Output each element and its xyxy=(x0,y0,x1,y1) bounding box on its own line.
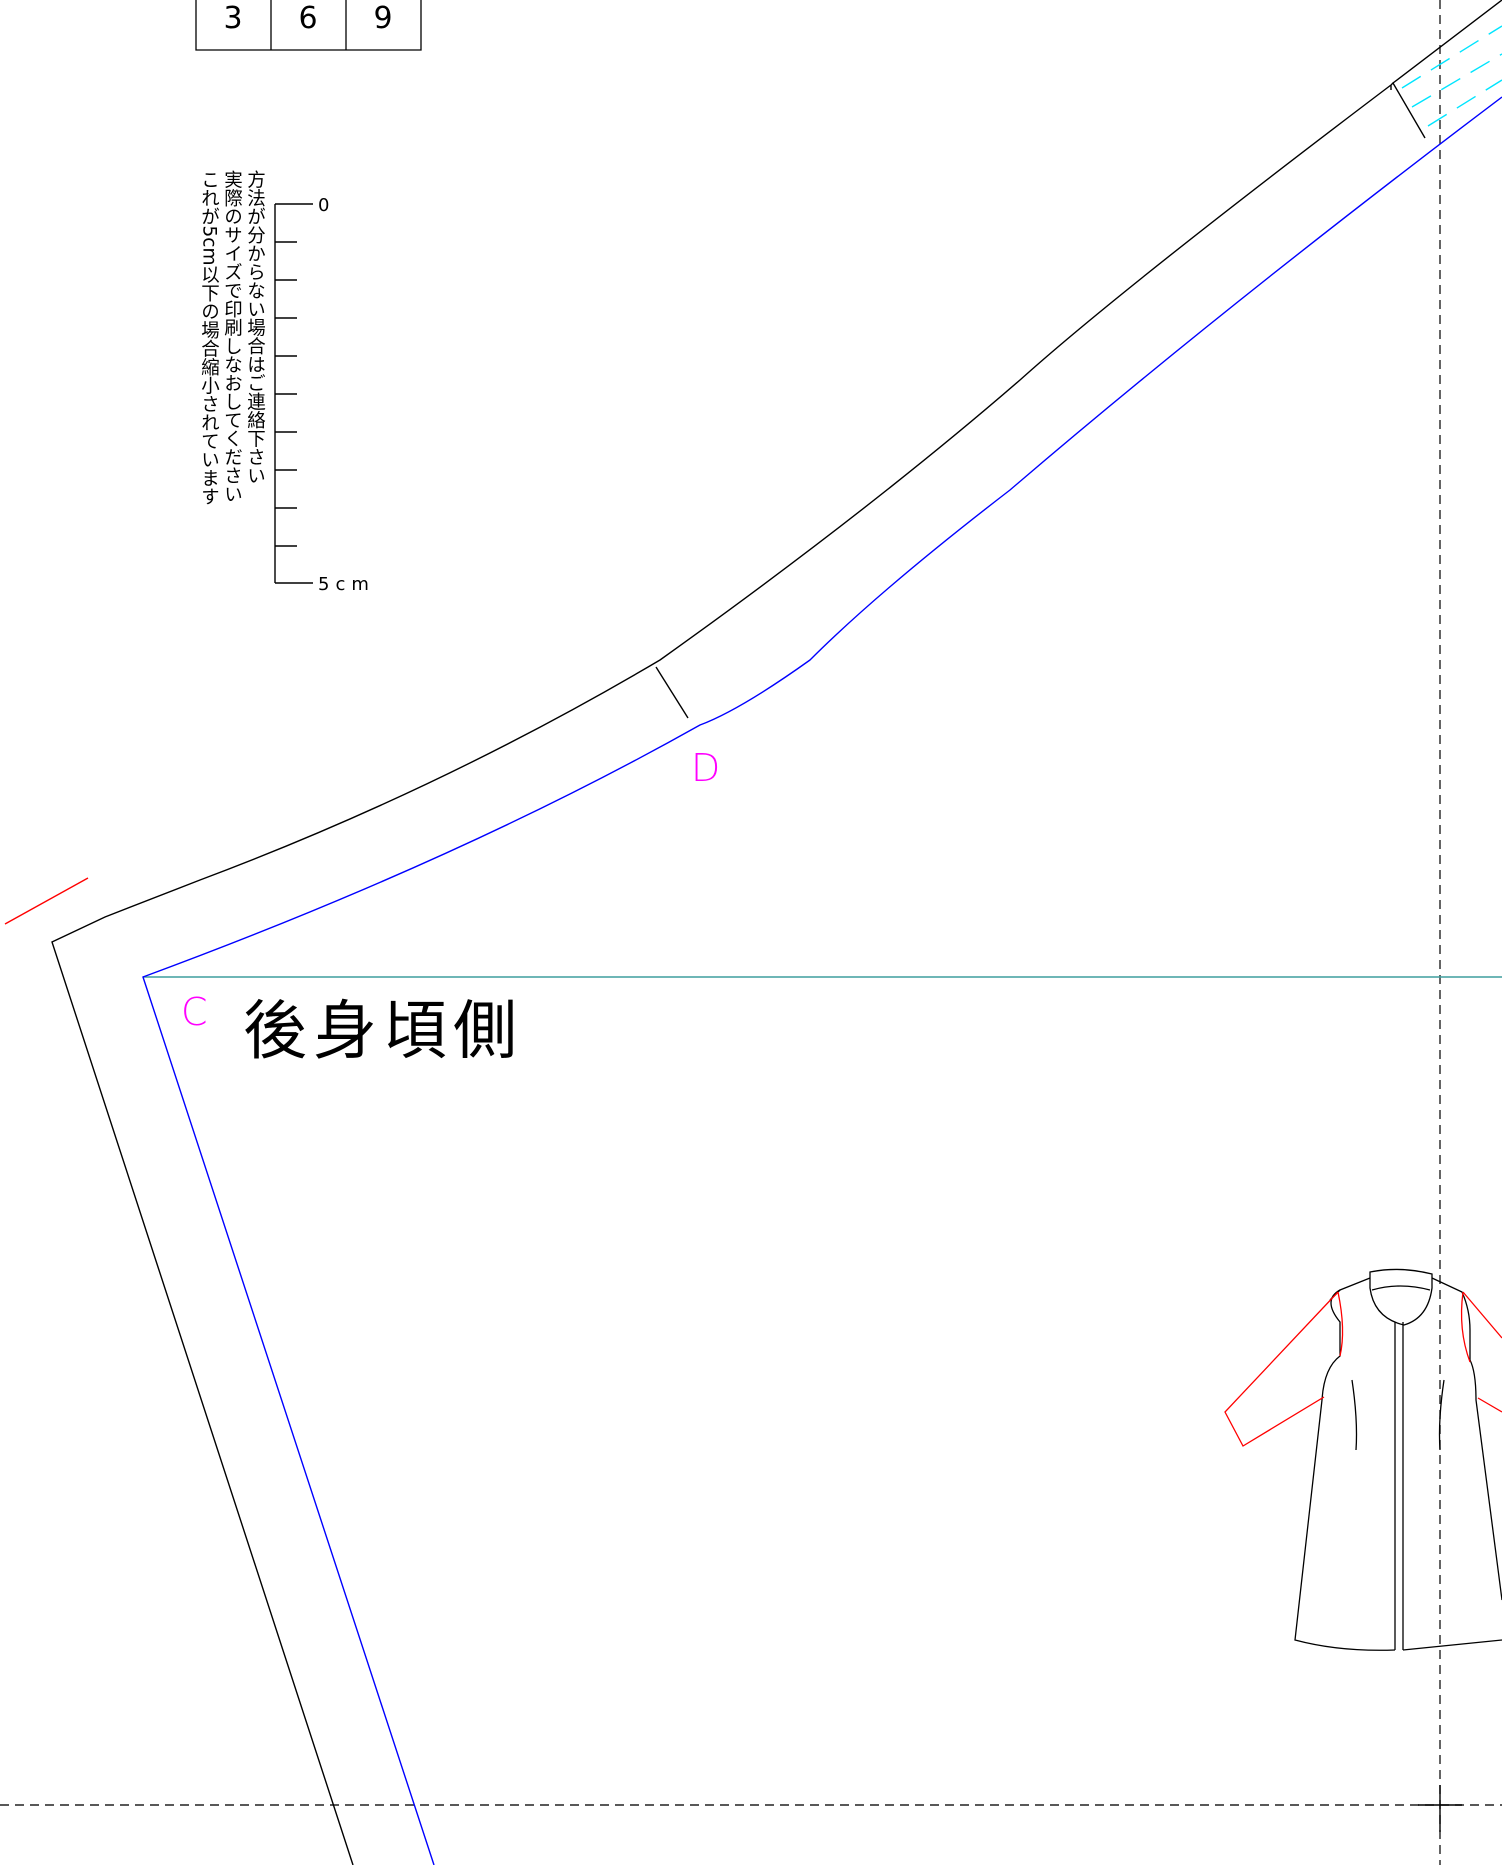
size-table: 3 6 9 xyxy=(195,0,422,51)
scale-note-line-1: これが5cm以下の場合縮小されています xyxy=(198,170,220,506)
cutting-line xyxy=(51,0,1502,1865)
size-cell-9: 9 xyxy=(373,1,392,36)
size-cell-3: 3 xyxy=(223,1,242,36)
garment-illustration xyxy=(1224,1268,1502,1651)
point-label-c: C xyxy=(181,990,208,1034)
scale-note-line-3: 方法が分からない場合はご連絡下さい xyxy=(244,170,266,485)
point-label-d: D xyxy=(691,746,720,790)
corner-cross-mark xyxy=(1418,1785,1462,1832)
notch-middle xyxy=(655,666,689,719)
scale-note-line-2: 実際のサイズで印刷しなおしてください xyxy=(221,170,243,503)
scale-zero-label: 0 xyxy=(318,195,329,216)
scale-ruler xyxy=(274,203,313,584)
red-cut-mark xyxy=(4,877,89,925)
piece-title: 後身頃側 xyxy=(243,995,523,1069)
notch-upper xyxy=(1390,81,1426,139)
seam-line xyxy=(142,96,1502,1865)
tape-mark xyxy=(1401,25,1502,127)
size-cell-6: 6 xyxy=(298,1,317,36)
scale-end-label: 5cm xyxy=(318,574,375,595)
